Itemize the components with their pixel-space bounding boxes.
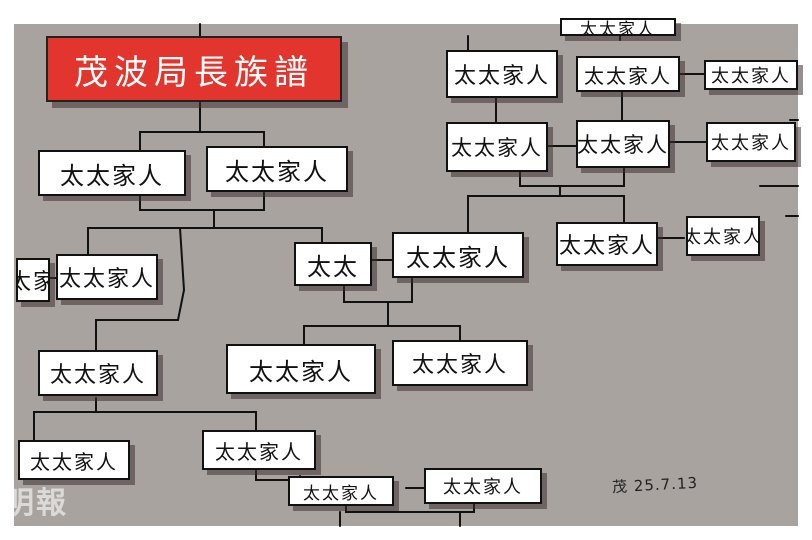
family-member-box: 太太家人 — [392, 340, 528, 386]
family-member-box: 太太家人 — [446, 122, 548, 172]
family-member-box: 太太家人 — [392, 232, 524, 278]
family-member-box: 太太家人 — [18, 440, 130, 480]
family-member-box: 太太家人 — [202, 430, 316, 470]
family-member-box: 太太家人 — [576, 120, 670, 168]
family-member-box: 太太家人 — [704, 60, 798, 90]
family-member-box: 太太家人 — [38, 150, 186, 196]
family-member-box: 太太家人 — [560, 18, 676, 36]
family-member-box: 太太 — [294, 242, 372, 286]
family-member-box: 太太家人 — [38, 350, 158, 396]
artist-signature: 茂 25.7.13 — [611, 473, 699, 497]
family-member-box: 太太家人 — [706, 122, 796, 162]
family-member-box: 太太家人 — [16, 258, 50, 302]
family-member-box: 太太家人 — [226, 344, 376, 394]
family-member-box: 太太家人 — [288, 476, 394, 506]
family-member-box: 太太家人 — [424, 468, 542, 504]
family-member-box: 太太家人 — [206, 146, 348, 192]
family-member-box: 太太家人 — [556, 222, 658, 266]
family-member-box: 太太家人 — [576, 56, 680, 92]
family-member-box: 太太家人 — [686, 216, 760, 256]
family-member-box: 太太家人 — [56, 254, 158, 300]
family-member-box: 太太家人 — [446, 50, 558, 98]
newspaper-watermark: 明報 — [4, 486, 68, 521]
family-tree-title: 茂波局長族譜 — [46, 36, 342, 102]
